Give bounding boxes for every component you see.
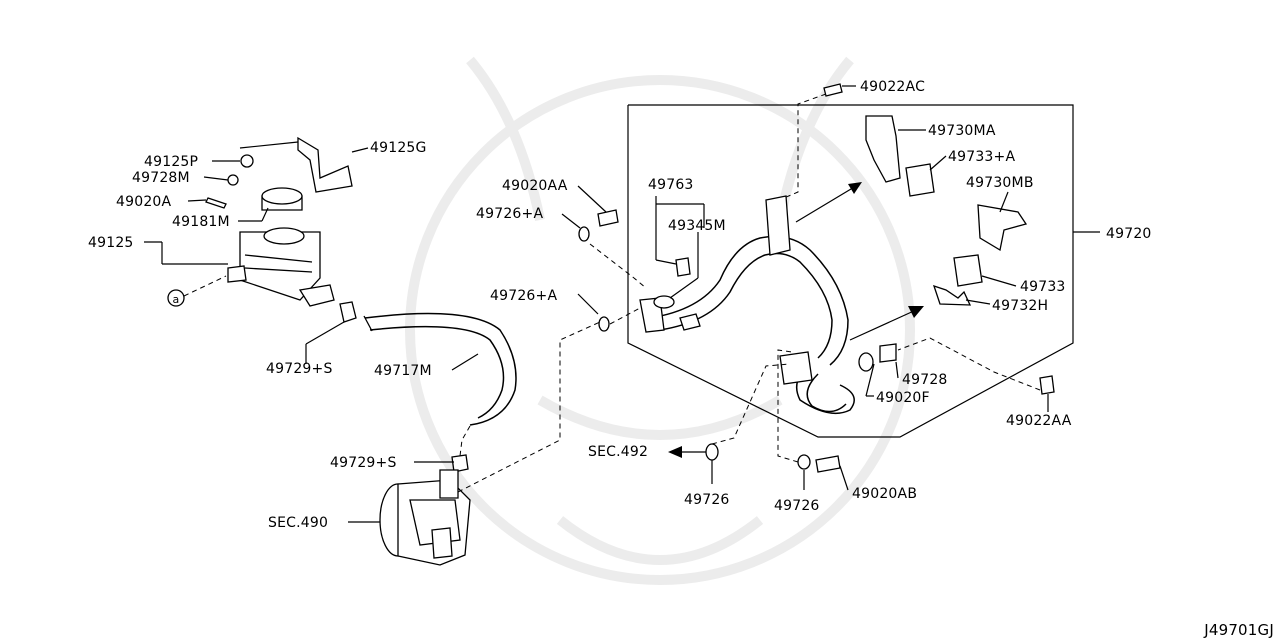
bolt-49020A [205,197,227,209]
label-49726A-2: 49726+A [490,288,557,304]
clamp-49732H [932,284,972,306]
label-49730MA: 49730MA [928,123,996,139]
diagram-id: J49701GJ [1203,621,1274,639]
label-49720: 49720 [1106,226,1152,242]
sensor-49763 [675,257,691,277]
label-49732H: 49732H [992,298,1048,314]
label-49726-b2: 49726 [774,498,820,514]
label-49726A-1: 49726+A [476,206,543,222]
suction-hose [363,312,517,426]
oring-49345M [653,295,675,309]
label-49733: 49733 [1020,279,1066,295]
bolt-49022AC [823,83,843,97]
washer-49020F [858,352,874,372]
label-49125P: 49125P [144,154,198,170]
power-steering-pump [379,469,471,566]
label-49022AA: 49022AA [1006,413,1072,429]
assembly-boundary-49720 [627,104,1074,438]
label-sec492: SEC.492 [588,444,648,460]
circle-a-label: a [173,293,180,306]
label-49717M: 49717M [374,363,432,379]
bracket-49730MB [977,204,1028,252]
reservoir-cap [261,187,303,211]
label-49345M: 49345M [668,218,726,234]
label-49730MB: 49730MB [966,175,1034,191]
pressure-hose-assembly [639,195,855,415]
grommet-49733A [905,163,935,197]
label-49181M: 49181M [172,214,230,230]
reservoir-tank [227,227,335,307]
washer-49728M [227,174,239,186]
bracket-49730MA [865,115,901,183]
grommet-49733 [953,254,983,287]
label-49020AA: 49020AA [502,178,568,194]
arrow-upper [795,185,857,223]
label-49763: 49763 [648,177,694,193]
label-49729S-top: 49729+S [266,361,333,377]
clamp-49729S-bottom [451,454,469,473]
bolt-49022AA [1039,375,1055,395]
label-49125G: 49125G [370,140,427,156]
washer-49726A-2 [598,316,610,332]
washer-49728-right [879,343,897,363]
label-49022AC: 49022AC [860,79,925,95]
bolt-49020AA [597,209,619,227]
clamp-49729S-top [339,301,357,323]
label-49728-right: 49728 [902,372,948,388]
label-49729S-bottom: 49729+S [330,455,397,471]
reservoir-bracket [297,136,353,193]
label-49020A: 49020A [116,194,172,210]
label-49726-b1: 49726 [684,492,730,508]
arrow-lower [849,309,917,341]
circle-a-marker [167,289,185,307]
bolt-49020AB [815,455,841,473]
label-49020F: 49020F [876,390,930,406]
label-sec490: SEC.490 [268,515,328,531]
nut-49125P [240,154,254,168]
washer-49726-b1 [705,443,719,461]
washer-49726A-1 [578,226,590,242]
label-49733A: 49733+A [948,149,1015,165]
label-49125: 49125 [88,235,134,251]
label-49020AB: 49020AB [852,486,917,502]
label-49728M: 49728M [132,170,190,186]
leader-lines [144,85,1049,523]
washer-49726-b2 [797,454,811,470]
